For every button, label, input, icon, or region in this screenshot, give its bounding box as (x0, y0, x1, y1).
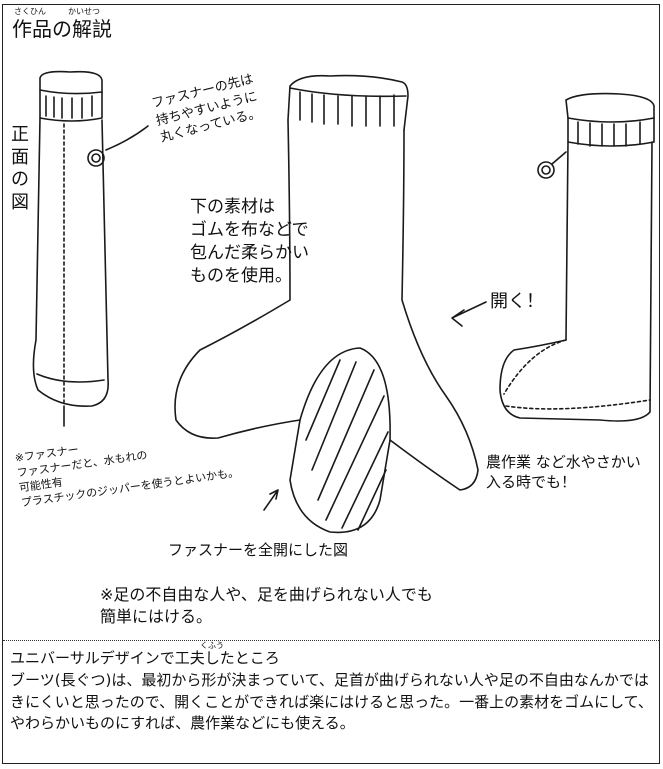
section-divider (3, 640, 659, 641)
easy-to-wear-note: ※足の不自由な人や、足を曲げられない人でも 簡単にはける。 (100, 585, 433, 626)
front-view-label: 正面の図 (11, 124, 29, 213)
heading-ruby: くふう (200, 641, 224, 650)
side-boot (499, 92, 655, 422)
section-body: ブーツ(長ぐつ)は、最初から形が決まっていて、足首が曲げられない人や足の不自由な… (10, 670, 653, 733)
open-note: 開く！ (490, 291, 544, 312)
title-ruby-left: さくひん (14, 7, 46, 16)
design-description: ユニバーサルデザインで工夫したところ ブーツ(長ぐつ)は、最初から形が決まってい… (10, 648, 655, 735)
front-view-boot (32, 70, 109, 407)
fully-open-caption: ファスナーを全開にした図 (168, 541, 349, 559)
section-heading: ユニバーサルデザインで工夫したところ (10, 649, 280, 667)
material-note: 下の素材は ゴムを布などで 包んだ柔らかい ものを使用。 (190, 197, 309, 286)
title-ruby-right: かいせつ (68, 7, 100, 16)
farming-note: 農作業 など水やさかい 入る時でも！ (486, 453, 641, 492)
open-boot (174, 74, 479, 534)
worksheet-frame (2, 4, 660, 764)
page-title: 作品の解説 (12, 17, 112, 41)
